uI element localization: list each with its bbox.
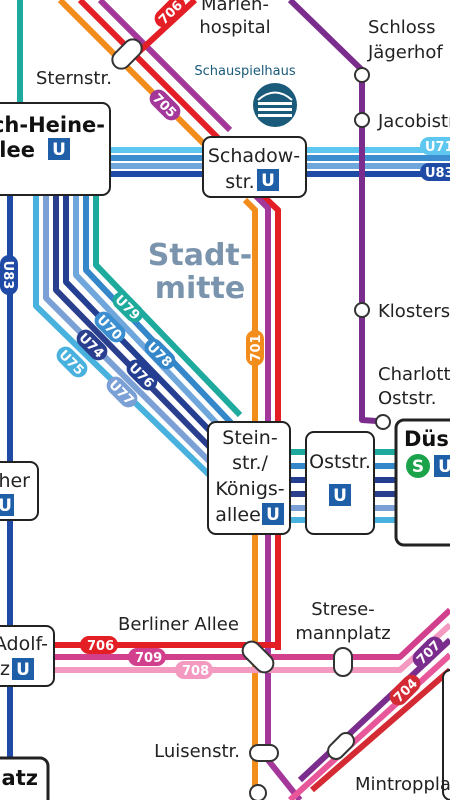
svg-text:Oststr.: Oststr. [309, 451, 371, 473]
badge-701: 701 [246, 330, 264, 366]
station-schadowstr[interactable]: Schadow- str. U [202, 136, 307, 198]
station-graf-adolf[interactable]: Graf-Adolf- Platz U [0, 625, 55, 687]
line-705-top [77, 0, 223, 143]
line-purple-v [287, 0, 391, 425]
label-stresemann-2: mannplatz [295, 623, 390, 644]
svg-text:U: U [261, 171, 275, 191]
label-klosterstr: Klosterstr. [378, 301, 450, 322]
label-berliner-allee: Berliner Allee [118, 614, 239, 635]
district-label-line1: Stadt- [148, 238, 252, 273]
station-markers [111, 38, 391, 800]
svg-text:708: 708 [182, 664, 209, 679]
badge-706: 706 [80, 636, 118, 654]
badge-u83-vert: U83 [0, 255, 18, 295]
svg-text:platz: platz [0, 766, 38, 790]
line-u78-d [83, 195, 238, 430]
badge-u71: U71 [420, 137, 450, 155]
line-u74-d [53, 195, 243, 481]
label-sternstr: Sternstr. [36, 68, 112, 89]
label-mintropplatz: Mintropplatz [355, 774, 450, 795]
svg-text:Königs-: Königs- [215, 478, 284, 500]
label-schloss-2: Jägerhof [367, 42, 443, 63]
svg-text:706: 706 [87, 639, 114, 654]
svg-text:U: U [333, 486, 347, 506]
svg-text:U: U [438, 457, 450, 477]
badge-709: 709 [128, 648, 166, 666]
station-hbf[interactable]: Düsseldorf Hbf S U [394, 418, 450, 547]
label-marienhospital-1: Marien- [201, 0, 269, 15]
svg-text:709: 709 [135, 651, 162, 666]
district-label-line2: mitte [155, 271, 246, 306]
theatre-icon [253, 83, 297, 127]
badge-708: 708 [175, 661, 213, 679]
svg-text:U: U [266, 505, 280, 525]
svg-text:U83: U83 [0, 261, 15, 290]
svg-text:Düsseldorf Hbf: Düsseldorf Hbf [404, 427, 450, 451]
label-stresemann-1: Strese- [311, 599, 375, 620]
svg-text:Fischer: Fischer [0, 470, 30, 492]
svg-text:Graf-Adolf-: Graf-Adolf- [0, 633, 48, 655]
label-charlottenstr-2: Oststr. [378, 388, 437, 409]
svg-text:Heinrich-Heine-: Heinrich-Heine- [0, 113, 105, 137]
svg-text:U: U [0, 496, 12, 516]
station-box-right-edge [442, 669, 450, 800]
label-luisenstr: Luisenstr. [154, 741, 240, 762]
station-steinstr[interactable]: Stein- str./ Königs- allee U [207, 421, 291, 535]
theatre-label: Schauspielhaus [194, 64, 296, 79]
svg-text:S: S [412, 457, 424, 477]
station-fischer[interactable]: Fischer U [0, 461, 39, 521]
svg-text:str.: str. [225, 171, 254, 193]
svg-text:allee: allee [215, 504, 261, 526]
svg-text:U71: U71 [425, 140, 450, 155]
svg-text:Allee: Allee [0, 138, 35, 162]
svg-text:Stein-: Stein- [222, 427, 277, 449]
svg-text:Schadow-: Schadow- [208, 145, 300, 167]
line-u76-d [63, 195, 243, 465]
svg-text:701: 701 [249, 334, 264, 361]
svg-text:str./: str./ [232, 452, 268, 474]
line-bottom-pink [287, 652, 450, 800]
svg-text:Platz: Platz [0, 658, 10, 680]
line-709-top [97, 0, 233, 133]
line-u70-d [73, 195, 243, 451]
line-709-h [50, 607, 450, 660]
svg-text:U83: U83 [425, 166, 450, 181]
label-schloss-1: Schloss [368, 17, 436, 38]
label-marienhospital-2: hospital [199, 17, 270, 38]
station-heinrich-heine[interactable]: Heinrich-Heine- Allee U [0, 102, 111, 196]
label-charlottenstr-1: Charlottenstr. [378, 364, 450, 385]
line-704-d [310, 667, 450, 793]
svg-text:U: U [52, 140, 66, 160]
line-701-v [242, 197, 258, 800]
station-bottom-left[interactable]: platz [0, 756, 50, 800]
badge-u83: U83 [420, 163, 450, 181]
badge-704: 704 [389, 674, 421, 706]
station-oststr[interactable]: Oststr. U [305, 431, 375, 535]
line-u75-d [33, 195, 243, 508]
line-u79-d [93, 195, 243, 418]
label-jacobistr: Jacobistr. [377, 111, 450, 132]
svg-text:U: U [16, 660, 30, 680]
line-u77-d [43, 195, 243, 495]
